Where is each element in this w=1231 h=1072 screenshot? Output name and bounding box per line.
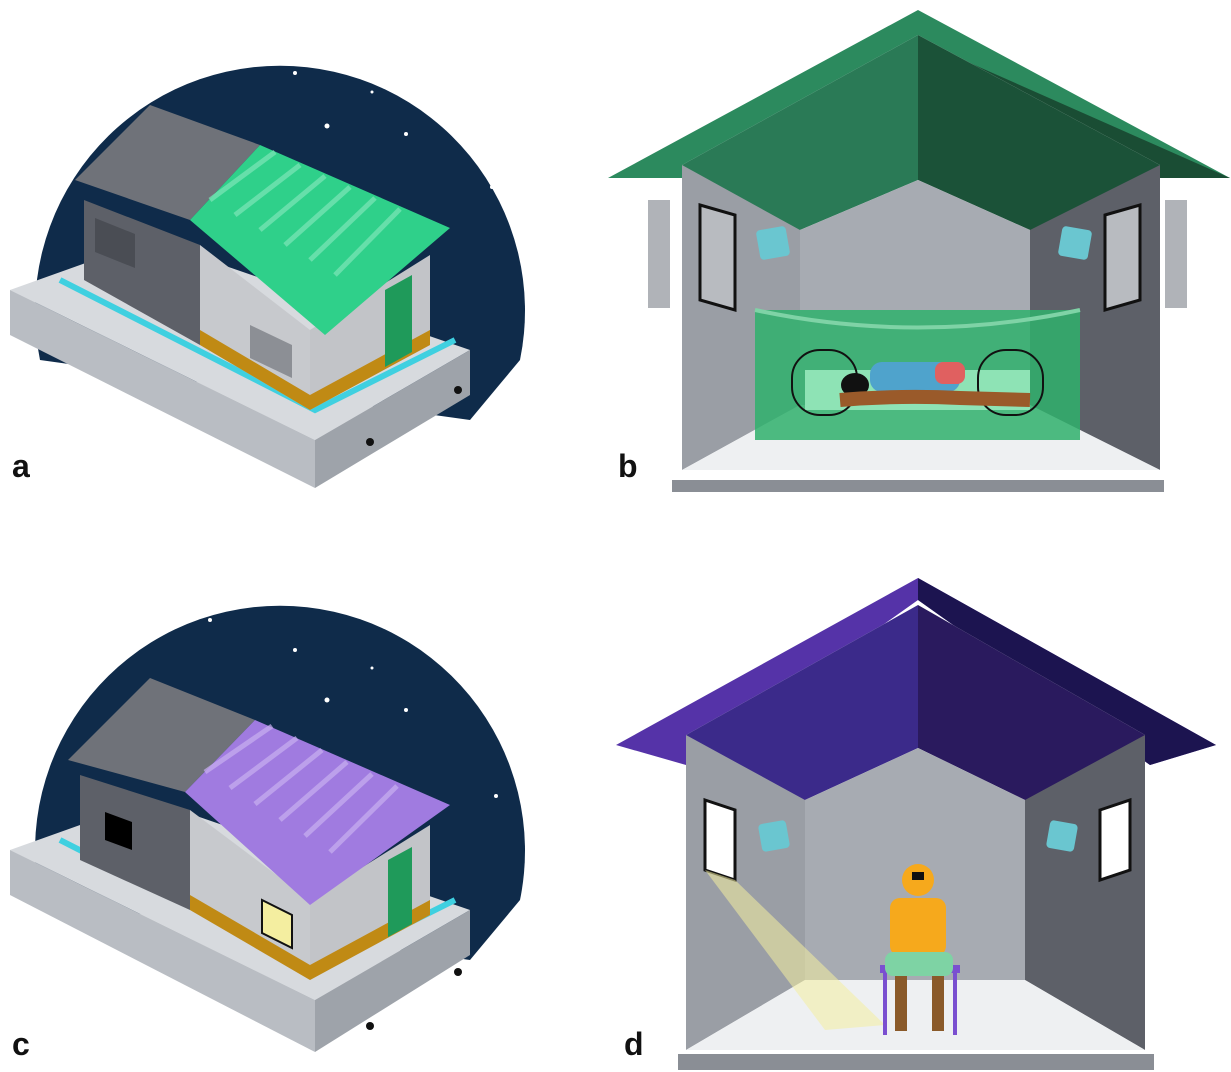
shutter-outside-right [1165, 200, 1187, 308]
drain-hole [454, 386, 462, 394]
panel-d: d [600, 560, 1231, 1072]
sleeper-shorts [935, 362, 965, 384]
floor-slab [678, 1054, 1154, 1070]
leg [895, 976, 907, 1031]
eave-screen-left [756, 226, 791, 261]
panel-label-c: c [12, 1028, 30, 1060]
panel-label-d: d [624, 1028, 644, 1060]
eave-screen-right [1046, 820, 1078, 852]
chair-leg [953, 970, 957, 1035]
shorts [885, 952, 953, 976]
drain-hole [366, 438, 374, 446]
panel-b: b [600, 0, 1231, 536]
house-exterior-illustration [0, 0, 615, 536]
drain-hole [454, 968, 462, 976]
window-left [700, 205, 735, 310]
panel-label-a: a [12, 450, 30, 482]
door [385, 275, 412, 367]
house-exterior-illustration [0, 560, 615, 1072]
eave-screen-left [758, 820, 790, 852]
house-interior-bednet [600, 0, 1231, 536]
window-left [705, 800, 735, 880]
headlamp-icon [912, 872, 924, 880]
window-right [1100, 800, 1130, 880]
leg [932, 976, 944, 1031]
panel-c: c [0, 560, 615, 1072]
window-right [1105, 205, 1140, 310]
eave-screen-right [1058, 226, 1093, 261]
drain-hole [366, 1022, 374, 1030]
chair-leg [883, 970, 887, 1035]
panel-a: a [0, 0, 615, 536]
panel-label-b: b [618, 450, 638, 482]
shirt [890, 898, 946, 956]
sleeper-body [840, 397, 1030, 400]
house-interior-evening [600, 560, 1231, 1072]
door [388, 847, 412, 937]
floor-slab [672, 480, 1164, 492]
shutter-outside-left [648, 200, 670, 308]
